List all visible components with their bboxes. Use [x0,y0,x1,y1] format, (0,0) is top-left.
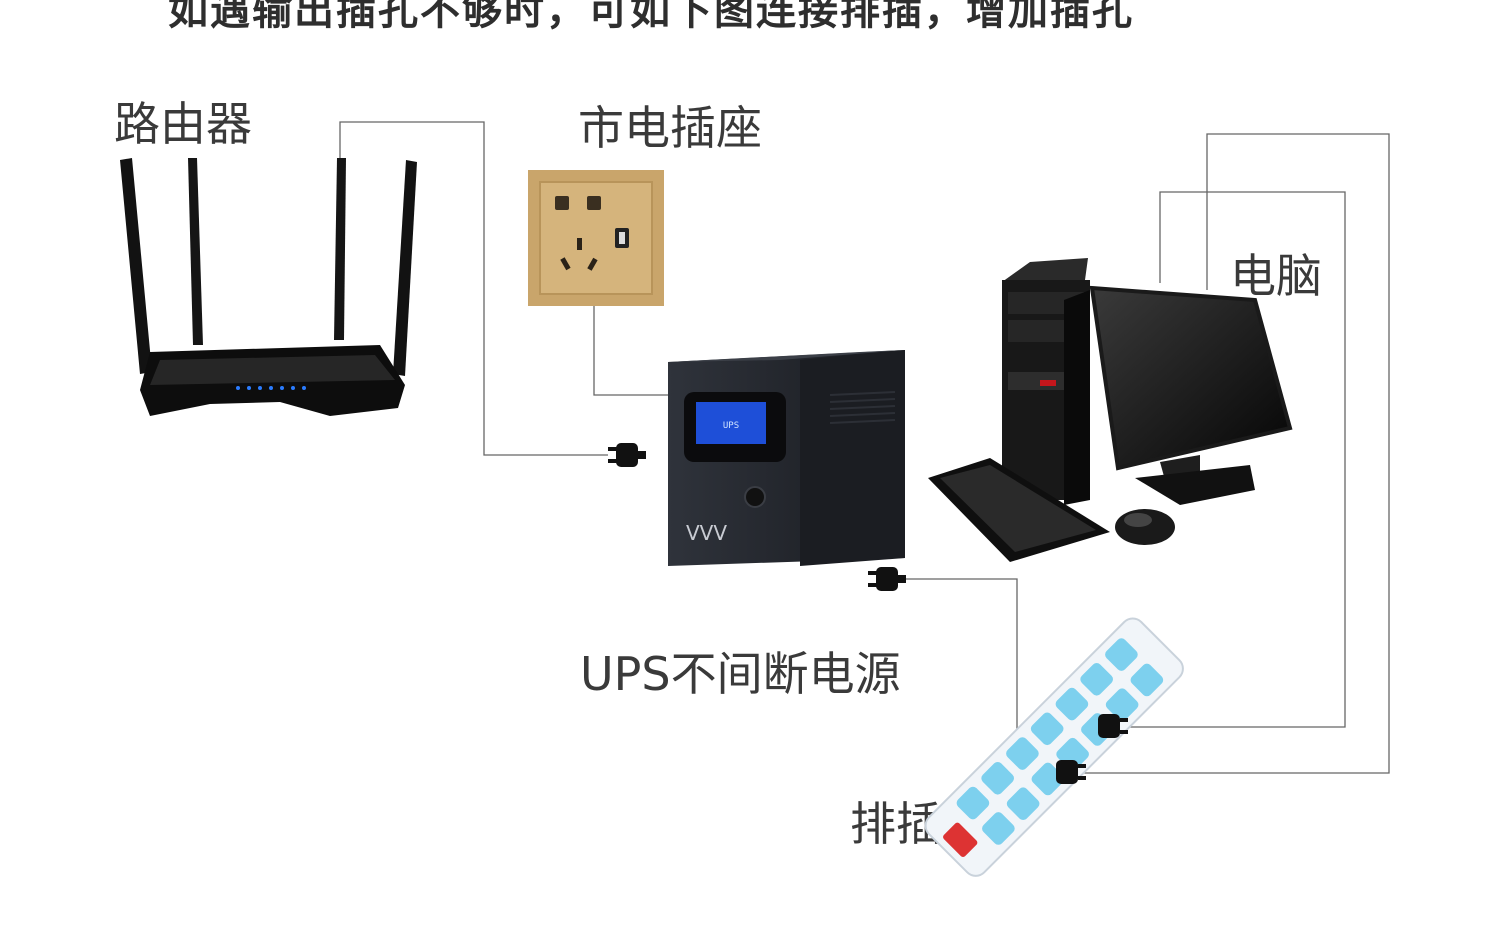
computer-image [928,258,1293,562]
power-strip-sockets [956,638,1164,845]
power-strip-switch [943,822,978,857]
plug-icon [1098,714,1128,738]
outlet-to-ups-wire [593,305,668,396]
router-label: 路由器 [114,97,252,151]
computer-label: 电脑 [1230,249,1322,303]
connection-wires [339,121,1390,774]
pc-to-strip-wire-2 [1082,133,1390,774]
ups-to-strip-wire [905,578,1018,735]
power-strip-image [924,617,1184,877]
wall-outlet-label: 市电插座 [578,101,762,155]
plug-icon [868,567,906,591]
ups-lcd-screen [696,402,766,444]
ups-image: UPS VVV [668,350,905,566]
ups-brand-logo: VVV [686,521,727,545]
ups-power-button [744,486,766,508]
plug-icon [608,443,646,467]
diagram-title: 如遇输出插孔不够时，可如下图连接排插，增加插孔 [168,0,1134,34]
ups-lcd-text: UPS [723,421,739,431]
router-to-ups-wire [339,121,608,456]
plug-icon [1056,760,1086,784]
pc-to-strip-wire-1 [1125,191,1346,728]
wall-outlet-image [528,170,664,306]
router-image [120,158,417,416]
router-status-leds [236,386,306,390]
ups-label: UPS不间断电源 [580,647,901,701]
